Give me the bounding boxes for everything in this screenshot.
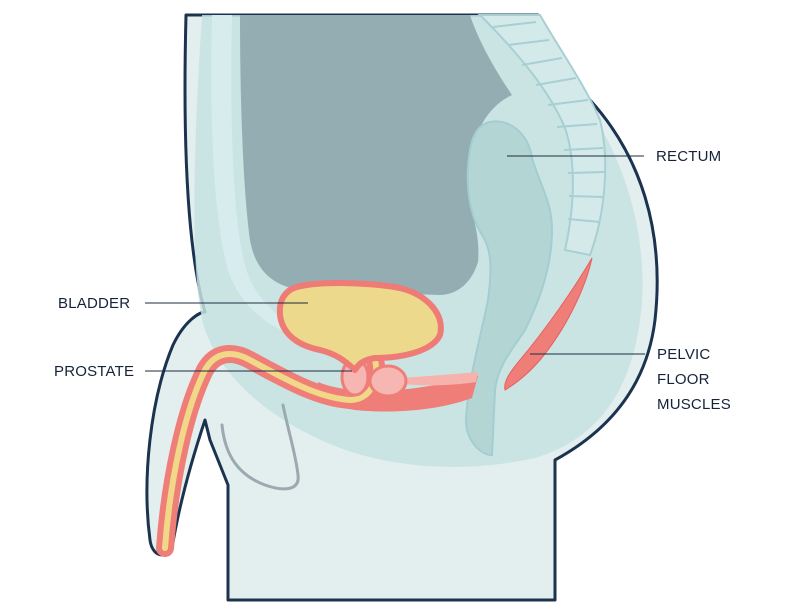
pelvic-floor-label-line3: MUSCLES [657,396,731,413]
prostate-label: PROSTATE [54,363,134,380]
body-wall-stripe [211,15,290,332]
pelvic-floor-muscle-sling-light [400,372,478,386]
rectum-label: RECTUM [656,148,721,165]
vertebra-lines [492,21,606,223]
abdominal-cavity [240,15,512,295]
bladder [276,280,444,373]
rectum [464,120,554,457]
urethra-inner [162,351,380,551]
spine [477,14,607,257]
pelvic-floor-muscle-band [504,257,593,391]
pelvic-floor-label-line2: FLOOR [657,371,710,388]
prostate-lobe-right [368,364,408,398]
bladder-label: BLADDER [58,295,130,312]
scrotum-outline [220,403,300,491]
pelvic-floor-label-line1: PELVIC [657,346,710,363]
